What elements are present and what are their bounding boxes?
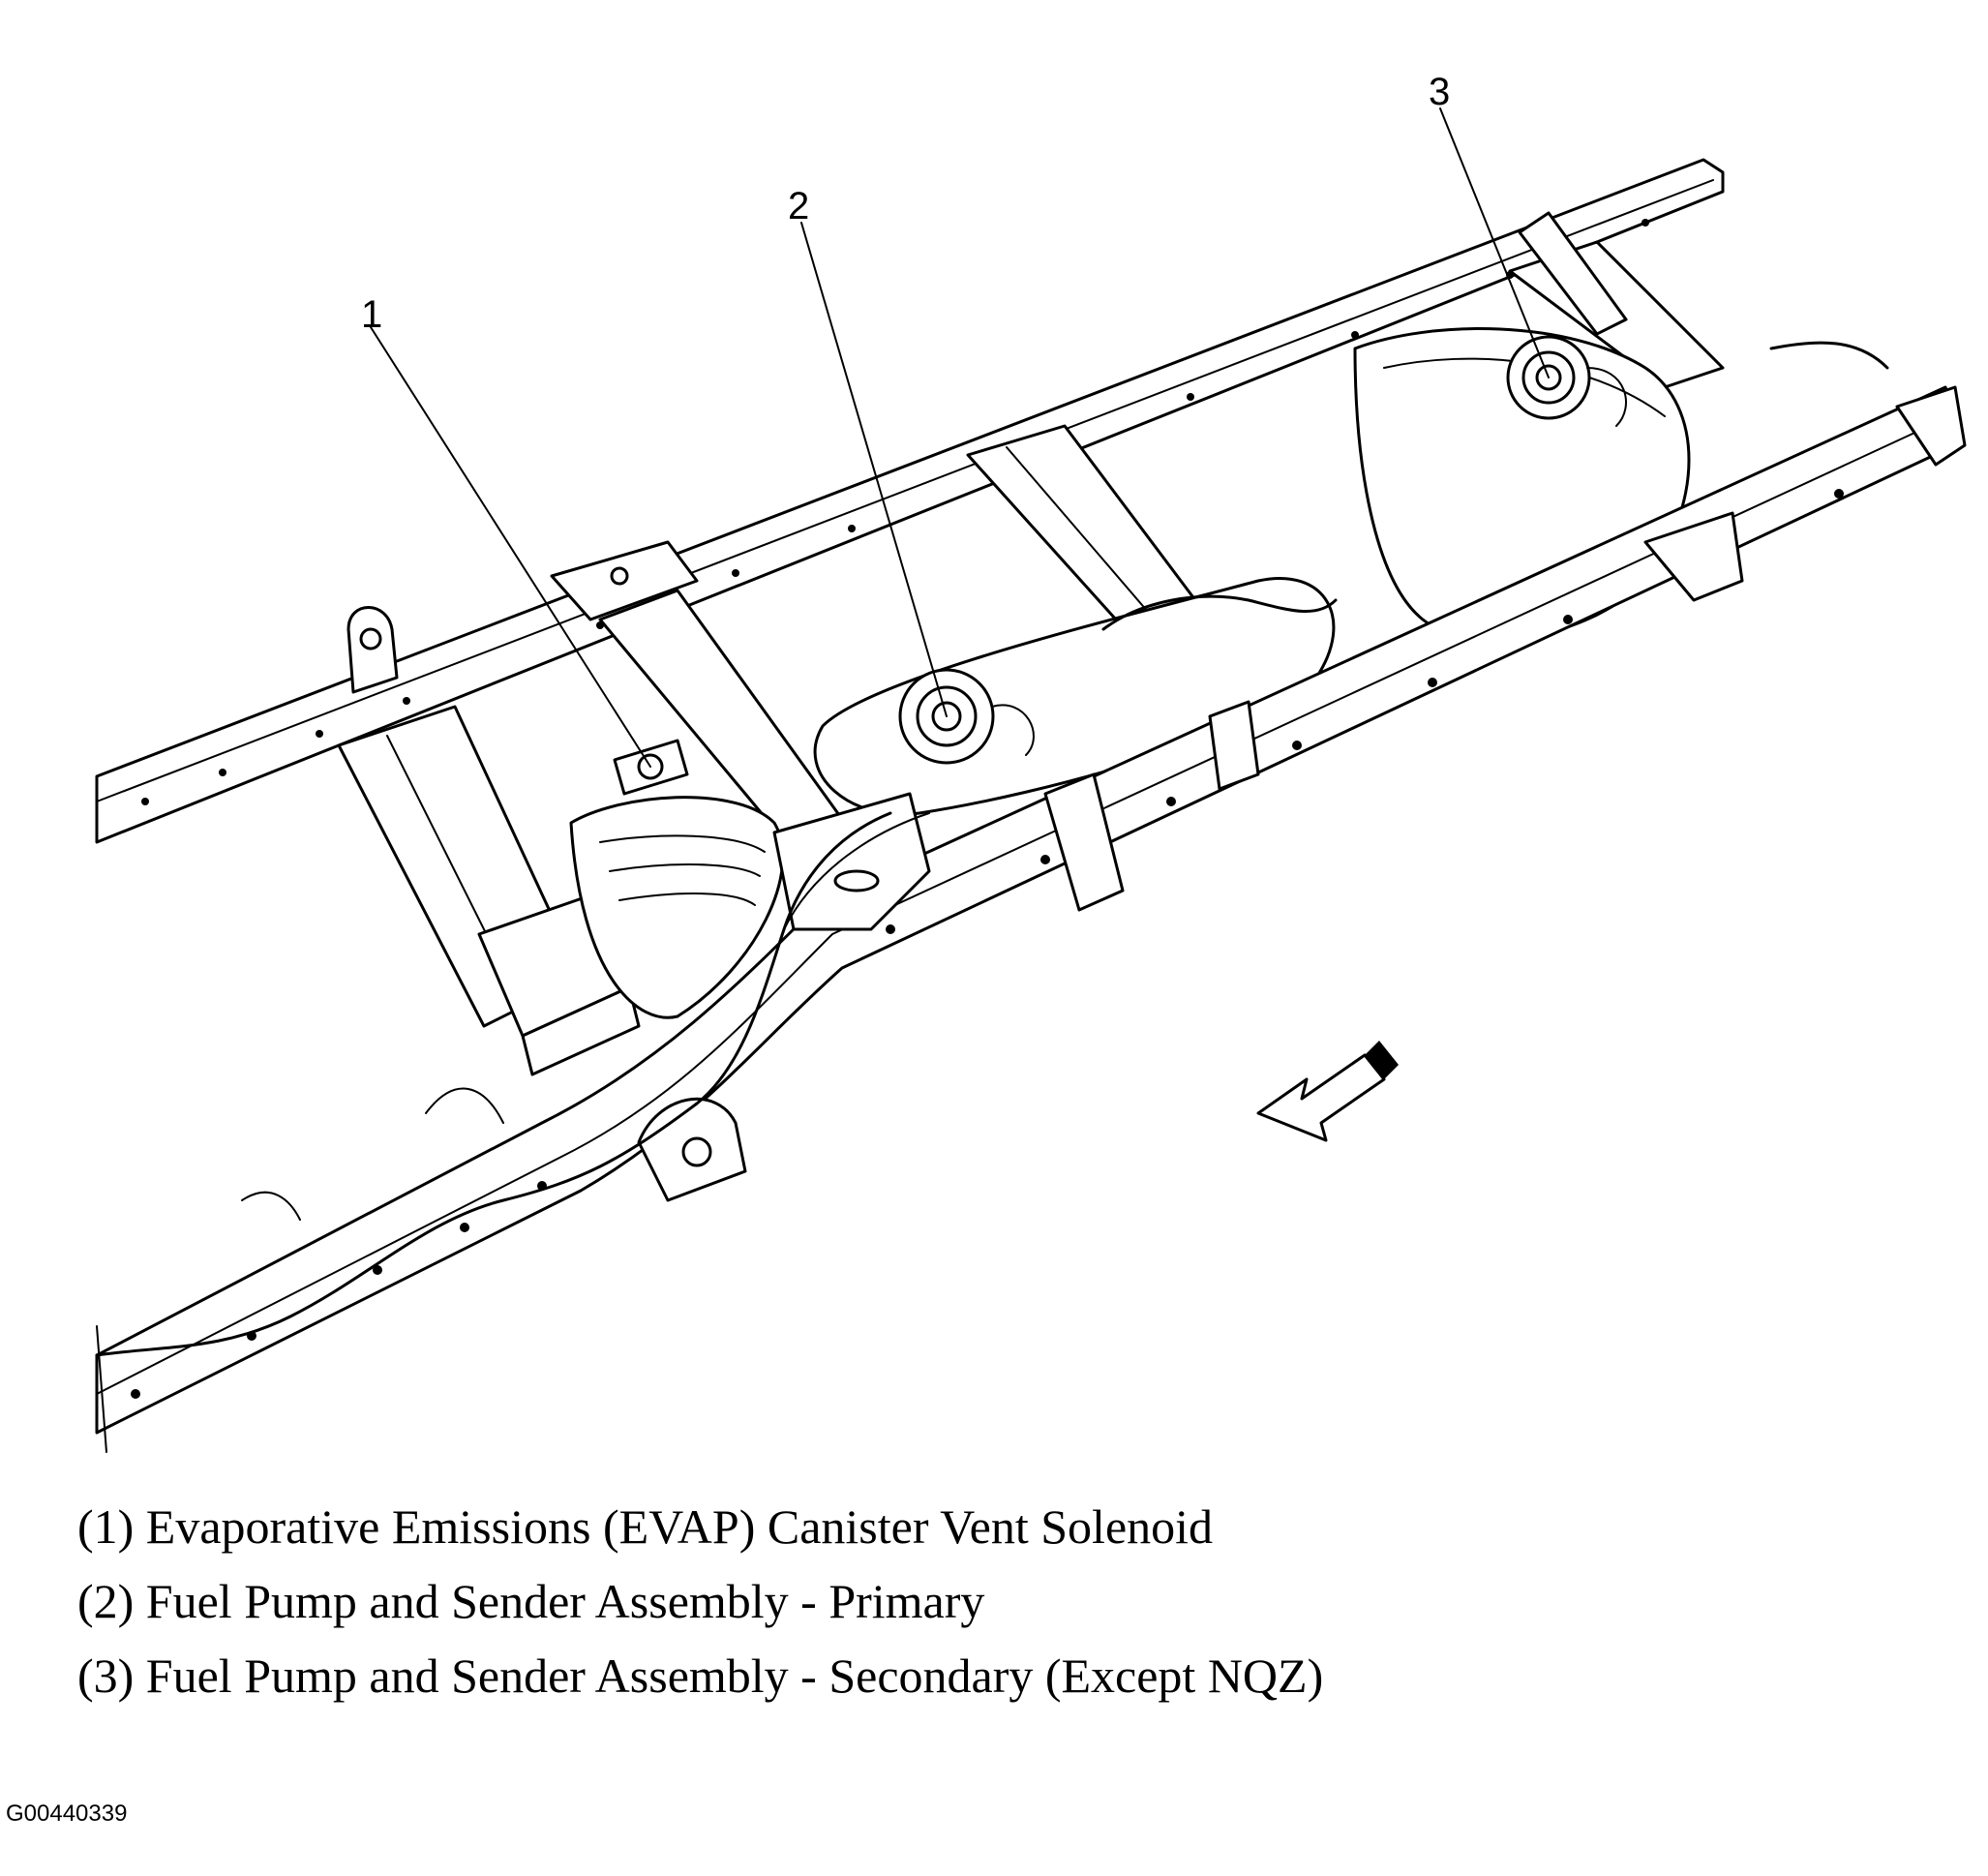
legend-item-1: (1) Evaporative Emissions (EVAP) Caniste…: [77, 1499, 1214, 1554]
callout-3: 3: [1429, 71, 1450, 113]
leader-line-1: [370, 326, 651, 768]
far-frame-rail: [95, 158, 1725, 844]
leader-lines: [370, 107, 1550, 768]
frame-brackets: [346, 511, 1744, 1202]
legend-item-2: (2) Fuel Pump and Sender Assembly - Prim…: [77, 1574, 985, 1628]
evap-canister: [477, 739, 785, 1076]
legend-item-3: (3) Fuel Pump and Sender Assembly - Seco…: [77, 1649, 1324, 1703]
forward-direction-arrow: [1256, 1041, 1399, 1142]
leader-line-2: [800, 222, 948, 717]
near-frame-rail: [95, 385, 1967, 1453]
callout-1: 1: [361, 293, 382, 336]
callout-2: 2: [788, 185, 809, 227]
wiring-harness: [95, 341, 1889, 1357]
leader-line-3: [1439, 107, 1550, 378]
figure-id: G00440339: [6, 1800, 128, 1827]
